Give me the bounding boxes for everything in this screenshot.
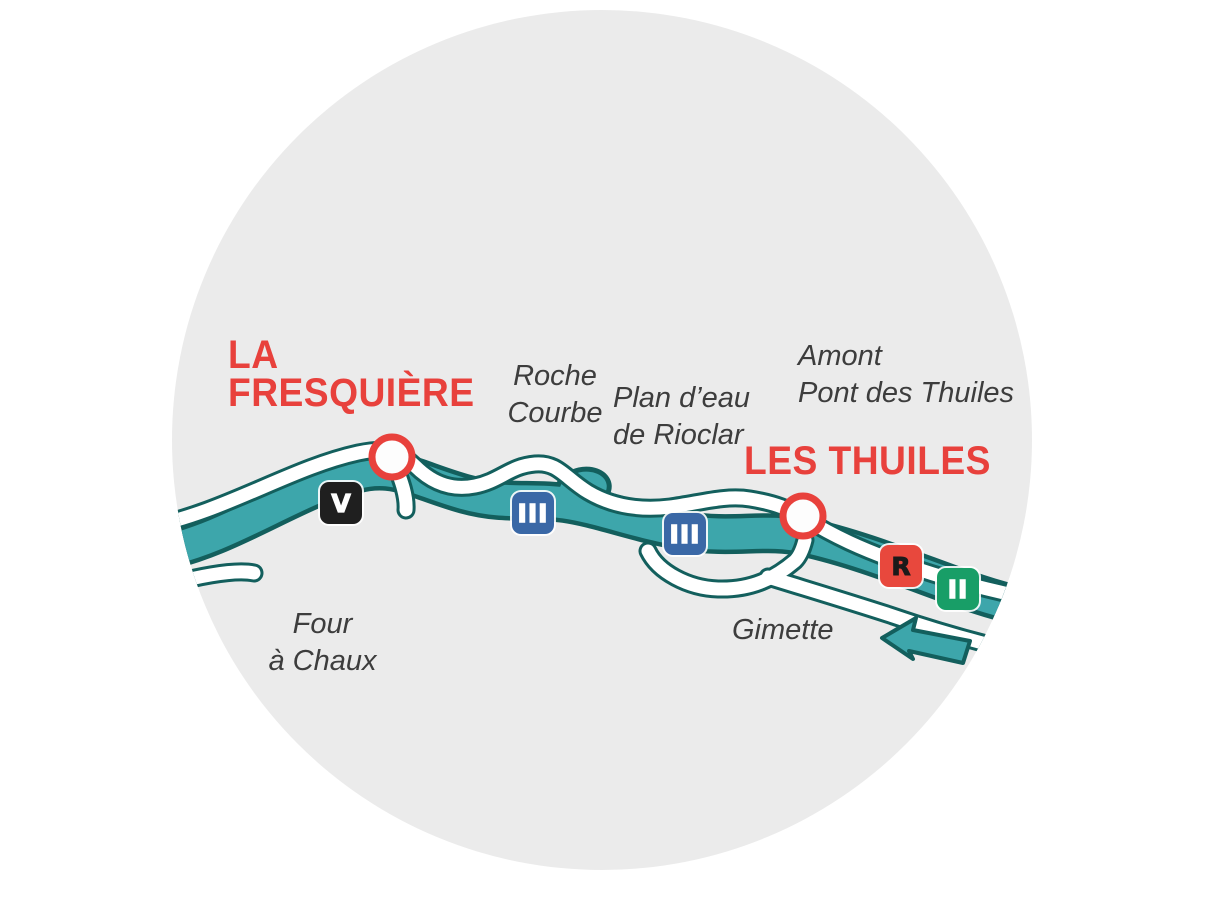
label-gimette: Gimette (732, 614, 834, 646)
label-la-fresquiere: LA FRESQUIÈRE (228, 333, 475, 415)
label-four-a-chaux: Four à Chaux (268, 608, 377, 677)
badge-rapid-class-r: R (880, 545, 922, 587)
town-marker-les-thuiles (779, 492, 827, 540)
badge-r-label: R (891, 551, 911, 581)
label-plan-deau-de-rioclar: Plan d’eau de Rioclar (613, 382, 751, 451)
badge-rapid-class-v: V (320, 482, 362, 524)
badge-rapid-class-iii-2: III (664, 513, 706, 555)
label-roche-courbe: Roche Courbe (507, 360, 603, 429)
badge-ii-label: II (947, 574, 969, 604)
map-background-circle (172, 10, 1032, 870)
road-gimette-loop (641, 533, 812, 596)
badge-iii-2-label: III (669, 519, 701, 549)
town-marker-la-fresquiere (368, 433, 416, 481)
road-stub-left (172, 565, 261, 598)
label-les-thuiles: LES THUILES (744, 439, 991, 483)
badge-iii-1-label: III (517, 498, 549, 528)
badge-v-label: V (331, 488, 352, 518)
badge-rapid-class-iii-1: III (512, 492, 554, 534)
label-amont-pont-des-thuiles: Amont Pont des Thuiles (798, 340, 1015, 409)
badge-rapid-class-ii: II (937, 568, 979, 610)
flow-direction-arrow-icon (880, 616, 972, 665)
